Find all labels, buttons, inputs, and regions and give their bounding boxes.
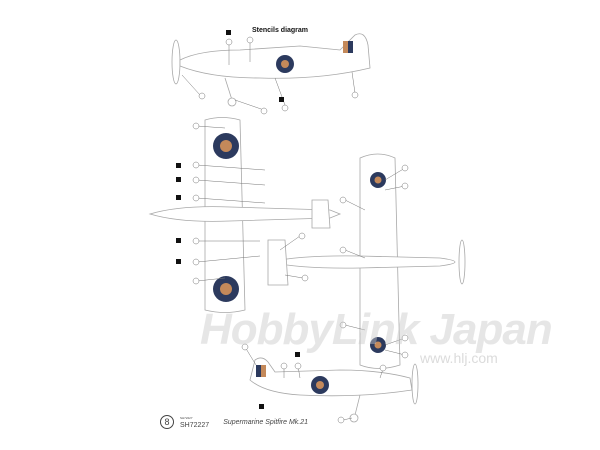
fin-flash [343, 41, 353, 53]
warning-icons [176, 30, 300, 409]
kit-code-block: SH72227 SH72227 [180, 415, 209, 429]
tailplane-under [267, 239, 289, 286]
roundel [276, 55, 294, 73]
kit-code-small: SH72227 [180, 416, 193, 420]
propeller [171, 39, 181, 85]
tailplane-top [311, 199, 331, 229]
fin-flash [256, 365, 266, 377]
roundel [370, 337, 386, 353]
roundel [213, 133, 239, 159]
side-view-bottom [249, 357, 419, 423]
propeller-right [411, 363, 419, 405]
landing-gear [224, 77, 233, 101]
propeller-under [458, 239, 466, 285]
wheel [227, 97, 237, 107]
wheel-right [349, 413, 359, 423]
side-view-top [171, 33, 371, 107]
callouts [181, 36, 409, 424]
fuselage-side-right [249, 357, 413, 397]
roundels [213, 41, 386, 394]
kit-code: SH72227 [180, 422, 210, 429]
footer: 8 SH72227 SH72227 Supermarine Spitfire M… [160, 415, 308, 429]
watermark-url: www.hlj.com [420, 350, 498, 366]
diagram-title: Stencils diagram [252, 27, 309, 34]
fuselage-side [179, 33, 371, 79]
roundel [213, 276, 239, 302]
landing-gear-right [354, 394, 361, 416]
roundel [311, 376, 329, 394]
top-view [148, 117, 342, 313]
fuselage-under [269, 255, 456, 269]
page-number: 8 [160, 415, 174, 429]
watermark: HobbyLink Japan [200, 305, 553, 354]
roundel [370, 172, 386, 188]
under-view [267, 153, 466, 369]
kit-name: Supermarine Spitfire Mk.21 [223, 418, 309, 426]
fuselage-top [148, 206, 342, 222]
